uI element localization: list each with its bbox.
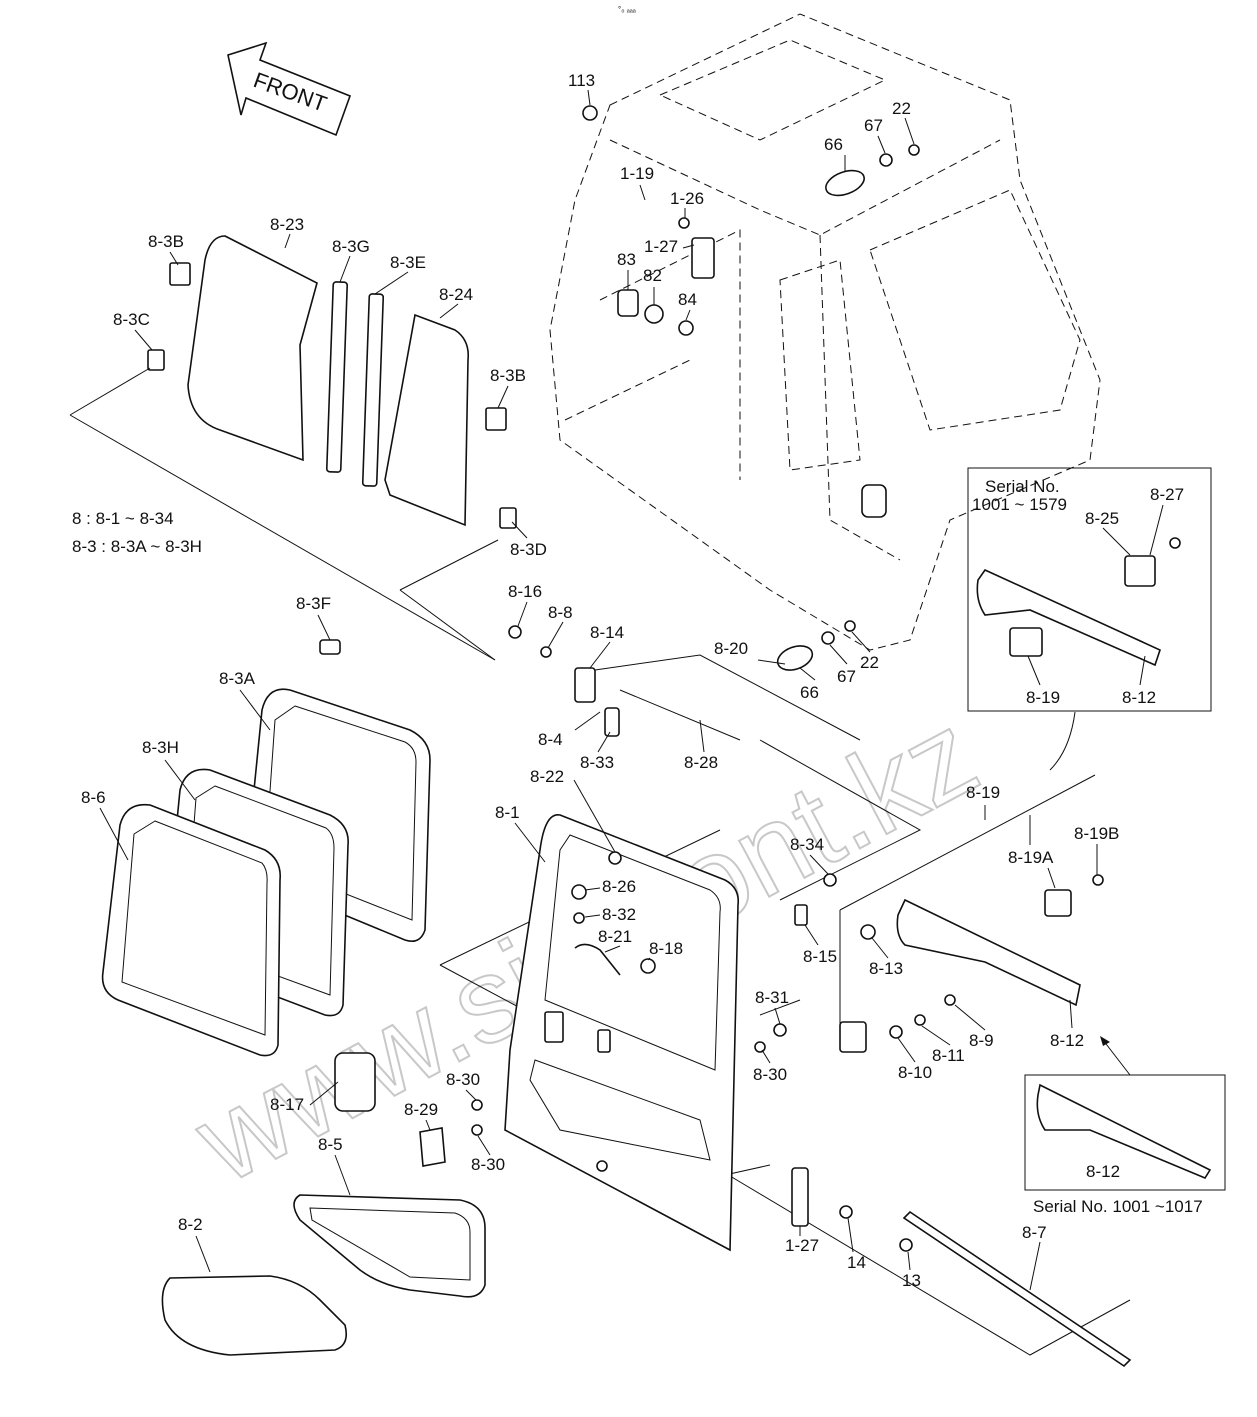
part-label: 8-3C	[113, 310, 150, 329]
part-label: 8-8	[548, 603, 573, 622]
part-label: 82	[643, 266, 662, 285]
part-label: 8-3H	[142, 738, 179, 757]
part-label: 8-32	[602, 905, 636, 924]
part-label: 67	[837, 667, 856, 686]
cab-frame	[549, 13, 1101, 651]
part-label: 8-17	[270, 1095, 304, 1114]
part-label: 8-30	[471, 1155, 505, 1174]
part-label: 66	[800, 683, 819, 702]
part-label: 8-12	[1122, 688, 1156, 707]
part-label: 8-3B	[148, 232, 184, 251]
part-label: 8-34	[790, 835, 824, 854]
part-label: 8-3F	[296, 594, 331, 613]
armrest-parts	[839, 874, 1104, 1053]
part-label: 8-19A	[1008, 848, 1054, 867]
part-label: 8-5	[318, 1135, 343, 1154]
part-labels: 113 22 67 66 1-19 1-26 1-27 83 82 84 8-3…	[81, 71, 1184, 1290]
part-label: 84	[678, 290, 697, 309]
part-label: 8-15	[803, 947, 837, 966]
part-label: 14	[847, 1253, 866, 1272]
part-label: 8-24	[439, 285, 473, 304]
inset-top-title-2: 1001 ~ 1579	[972, 495, 1067, 514]
part-label: 8-2	[178, 1215, 203, 1234]
part-label: 8-13	[869, 959, 903, 978]
part-label: 8-3E	[390, 253, 426, 272]
part-label: 83	[617, 250, 636, 269]
part-label: 8-7	[1022, 1223, 1047, 1242]
inset-serial-1001-1017: Serial No. 1001 ~1017	[1024, 1074, 1226, 1216]
part-label: 8-19B	[1074, 824, 1119, 843]
part-label: 8-26	[602, 877, 636, 896]
part-label: 22	[892, 99, 911, 118]
door-assembly	[504, 814, 740, 1252]
part-label: 8-3D	[510, 540, 547, 559]
part-label: 8-25	[1085, 509, 1119, 528]
part-label: 8-16	[508, 582, 542, 601]
legend-line-1: 8 : 8-1 ~ 8-34	[72, 509, 174, 528]
part-label: 1-19	[620, 164, 654, 183]
part-label: 8-14	[590, 623, 624, 642]
part-label: 8-12	[1086, 1162, 1120, 1181]
part-label: 113	[568, 71, 595, 90]
lower-glass	[161, 1194, 486, 1356]
part-label: 8-18	[649, 939, 683, 958]
part-label: 8-28	[684, 753, 718, 772]
part-label: 8-30	[753, 1065, 787, 1084]
leader-lines	[99, 89, 1164, 1291]
part-label: 8-3G	[332, 237, 370, 256]
part-label: 8-4	[538, 730, 563, 749]
part-label: 8-21	[598, 927, 632, 946]
part-label: 8-12	[1050, 1031, 1084, 1050]
part-label: 8-33	[580, 753, 614, 772]
part-label: 8-29	[404, 1100, 438, 1119]
part-label: 8-1	[495, 803, 520, 822]
inset-bottom-caption: Serial No. 1001 ~1017	[1033, 1197, 1203, 1216]
part-label: 8-20	[714, 639, 748, 658]
part-label: 8-30	[446, 1070, 480, 1089]
top-mark: °₀ ₐₐₐ	[618, 5, 637, 14]
window-seals	[101, 639, 431, 1057]
part-label: 22	[860, 653, 879, 672]
part-label: 8-27	[1150, 485, 1184, 504]
part-label: 8-3A	[219, 669, 256, 688]
cab-small-parts	[582, 105, 920, 518]
part-label: 1-26	[670, 189, 704, 208]
part-label: 8-3B	[490, 366, 526, 385]
part-label: 13	[902, 1271, 921, 1290]
part-label: 1-27	[785, 1236, 819, 1255]
glass-panels-upper	[147, 235, 517, 529]
front-arrow: FRONT	[227, 41, 352, 137]
part-label: 8-10	[898, 1063, 932, 1082]
inset-top-title-1: Serial No.	[985, 477, 1060, 496]
part-label: 66	[824, 135, 843, 154]
part-label: 8-6	[81, 788, 106, 807]
inset-serial-1001-1579: Serial No. 1001 ~ 1579	[967, 467, 1212, 712]
part-label: 8-9	[969, 1031, 994, 1050]
part-label: 1-27	[644, 237, 678, 256]
legend-line-2: 8-3 : 8-3A ~ 8-3H	[72, 537, 202, 556]
part-label: 8-31	[755, 988, 789, 1007]
part-label: 67	[864, 116, 883, 135]
part-label: 8-11	[932, 1046, 965, 1065]
part-label: 8-19	[1026, 688, 1060, 707]
part-label: 8-22	[530, 767, 564, 786]
part-label: 8-19	[966, 783, 1000, 802]
part-label: 8-23	[270, 215, 304, 234]
